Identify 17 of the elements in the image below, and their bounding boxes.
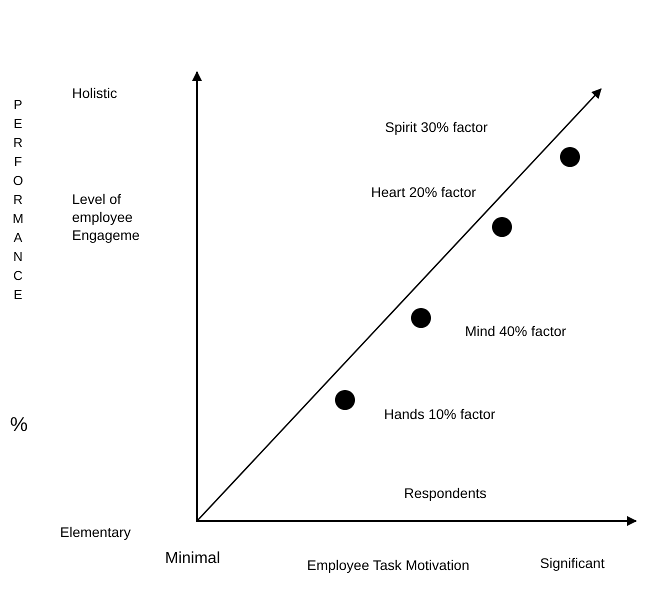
scale-label: Respondents: [404, 484, 488, 502]
scale-label: Minimal: [165, 549, 222, 569]
factor-label: Hands 10% factor: [384, 405, 496, 423]
data-point: [335, 390, 355, 410]
data-point: [411, 308, 431, 328]
scale-label: Holistic: [72, 84, 118, 102]
scale-label: Elementary: [60, 523, 132, 541]
data-point: [492, 217, 512, 237]
vertical-axis-title: PERFORMANCE: [12, 96, 24, 304]
data-point: [560, 147, 580, 167]
factor-label: Mind 40% factor: [465, 322, 568, 340]
scale-label: Significant: [540, 554, 606, 572]
horizontal-axis-title: Employee Task Motivation: [307, 556, 470, 574]
factor-label: Heart 20% factor: [371, 183, 478, 201]
scale-label: Level of employee Engageme: [72, 190, 141, 244]
axis-unit-label: %: [10, 413, 29, 437]
factor-label: Spirit 30% factor: [385, 118, 489, 136]
